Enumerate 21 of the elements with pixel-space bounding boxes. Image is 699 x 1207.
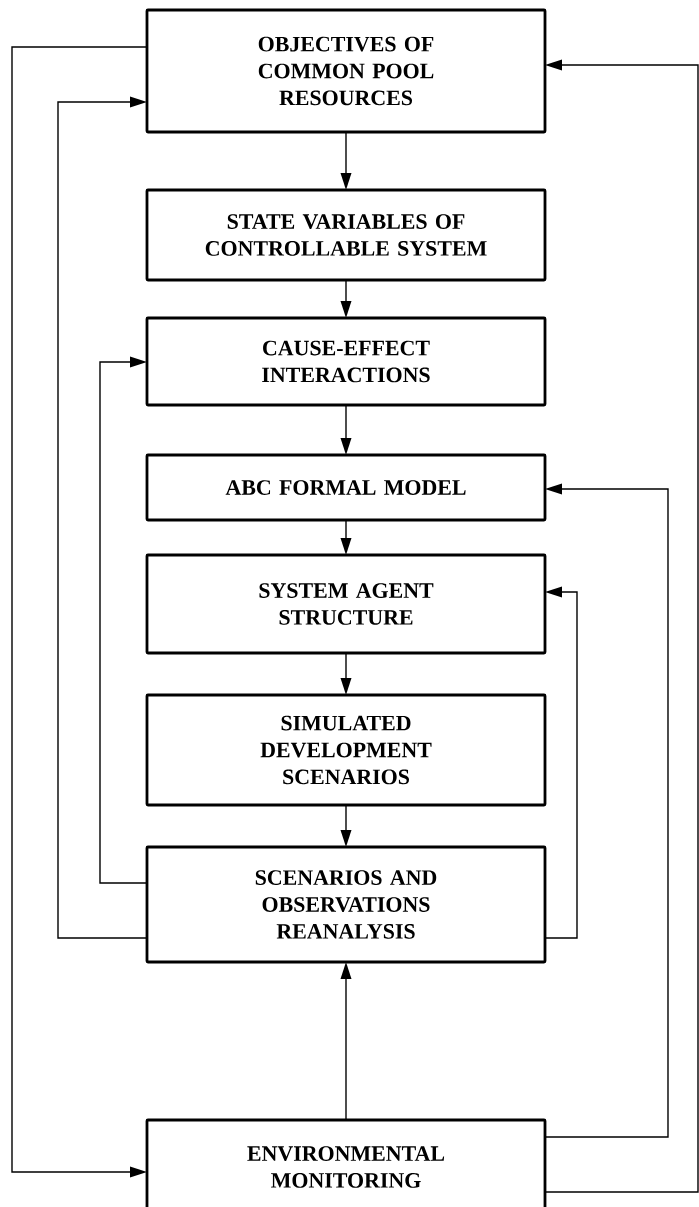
process-box: SYSTEM AGENT STRUCTURE xyxy=(145,553,547,655)
process-box: OBJECTIVES OF COMMON POOL RESOURCES xyxy=(145,8,547,134)
arrow xyxy=(57,96,148,939)
arrow xyxy=(340,279,352,318)
arrow xyxy=(544,586,578,939)
arrow xyxy=(544,483,669,1138)
process-box: SIMULATED DEVELOPMENT SCENARIOS xyxy=(145,693,547,807)
arrow xyxy=(340,404,352,455)
process-box: ABC FORMAL MODEL xyxy=(145,453,547,522)
process-box: ENVIRONMENTAL MONITORING xyxy=(145,1118,547,1207)
arrow xyxy=(340,519,352,555)
arrow xyxy=(99,356,148,884)
process-box: SCENARIOS AND OBSERVATIONS REANALYSIS xyxy=(145,845,547,964)
arrow xyxy=(340,131,352,190)
arrow xyxy=(340,804,352,847)
arrow xyxy=(340,652,352,695)
process-box: STATE VARIABLES OF CONTROLLABLE SYSTEM xyxy=(145,188,547,282)
arrow xyxy=(544,59,699,1193)
arrow xyxy=(11,46,148,1178)
process-box: CAUSE-EFFECT INTERACTIONS xyxy=(145,316,547,407)
arrow xyxy=(340,962,352,1121)
